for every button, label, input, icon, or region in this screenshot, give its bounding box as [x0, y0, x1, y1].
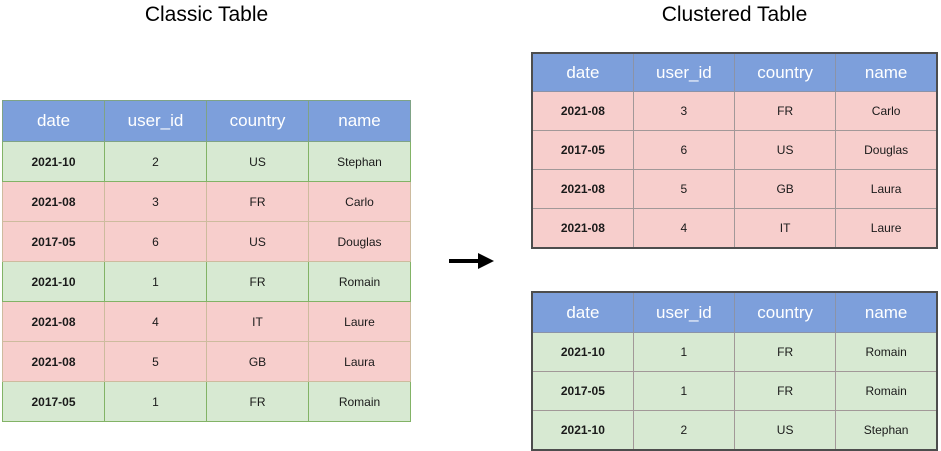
cell-name: Carlo: [835, 91, 938, 131]
cell-date: 2021-08: [531, 208, 634, 249]
cell-user-id: 3: [632, 91, 736, 131]
column-header-name: name: [835, 291, 938, 333]
cell-user-id: 3: [104, 181, 207, 222]
column-header-name: name: [308, 100, 411, 142]
cell-date: 2017-05: [2, 221, 105, 262]
cell-name: Romain: [308, 261, 411, 302]
column-header-country: country: [733, 52, 837, 92]
cell-date: 2021-08: [531, 169, 634, 209]
arrow-right-icon: [447, 249, 497, 273]
cell-user-id: 1: [104, 381, 207, 422]
column-header-name: name: [835, 52, 938, 92]
classic-table-header: date user_id country name: [2, 100, 411, 142]
cell-country: FR: [733, 332, 837, 372]
cell-date: 2021-08: [2, 181, 105, 222]
cell-country: US: [733, 130, 837, 170]
cell-country: US: [206, 141, 309, 182]
cell-name: Laura: [835, 169, 938, 209]
cell-name: Laura: [308, 341, 411, 382]
cell-name: Laure: [308, 301, 411, 342]
cell-date: 2017-05: [531, 371, 634, 411]
cell-name: Douglas: [308, 221, 411, 262]
cell-name: Carlo: [308, 181, 411, 222]
clustered-table-title: Clustered Table: [661, 3, 808, 26]
cell-date: 2021-10: [2, 141, 105, 182]
column-header-date: date: [2, 100, 105, 142]
cell-name: Laure: [835, 208, 938, 249]
cell-name: Romain: [835, 371, 938, 411]
cell-name: Romain: [308, 381, 411, 422]
clustered-green-header: date user_id country name: [531, 291, 938, 333]
cell-name: Romain: [835, 332, 938, 372]
column-header-user-id: user_id: [632, 291, 736, 333]
cell-user-id: 5: [104, 341, 207, 382]
cell-country: FR: [206, 181, 309, 222]
cell-date: 2021-08: [2, 301, 105, 342]
cell-user-id: 5: [632, 169, 736, 209]
cell-country: US: [733, 410, 837, 451]
column-header-user-id: user_id: [632, 52, 736, 92]
cell-name: Douglas: [835, 130, 938, 170]
cell-country: FR: [733, 91, 837, 131]
cell-country: IT: [733, 208, 837, 249]
cell-date: 2021-10: [531, 410, 634, 451]
cell-country: GB: [733, 169, 837, 209]
cell-user-id: 6: [632, 130, 736, 170]
cell-country: IT: [206, 301, 309, 342]
column-header-date: date: [531, 291, 634, 333]
clustered-pink-header: date user_id country name: [531, 52, 938, 92]
cell-country: FR: [206, 261, 309, 302]
cell-date: 2021-08: [531, 91, 634, 131]
cell-user-id: 1: [632, 371, 736, 411]
column-header-country: country: [206, 100, 309, 142]
cell-user-id: 1: [104, 261, 207, 302]
cell-user-id: 2: [104, 141, 207, 182]
column-header-date: date: [531, 52, 634, 92]
cell-country: US: [206, 221, 309, 262]
cell-date: 2021-10: [531, 332, 634, 372]
cell-user-id: 4: [632, 208, 736, 249]
cell-country: FR: [733, 371, 837, 411]
cell-user-id: 6: [104, 221, 207, 262]
cell-country: FR: [206, 381, 309, 422]
cell-country: GB: [206, 341, 309, 382]
classic-table-title: Classic Table: [144, 3, 269, 26]
cell-date: 2017-05: [531, 130, 634, 170]
cell-user-id: 4: [104, 301, 207, 342]
cell-name: Stephan: [835, 410, 938, 451]
column-header-country: country: [733, 291, 837, 333]
cell-name: Stephan: [308, 141, 411, 182]
column-header-user-id: user_id: [104, 100, 207, 142]
cell-user-id: 1: [632, 332, 736, 372]
cell-user-id: 2: [632, 410, 736, 451]
cell-date: 2017-05: [2, 381, 105, 422]
cell-date: 2021-10: [2, 261, 105, 302]
cell-date: 2021-08: [2, 341, 105, 382]
